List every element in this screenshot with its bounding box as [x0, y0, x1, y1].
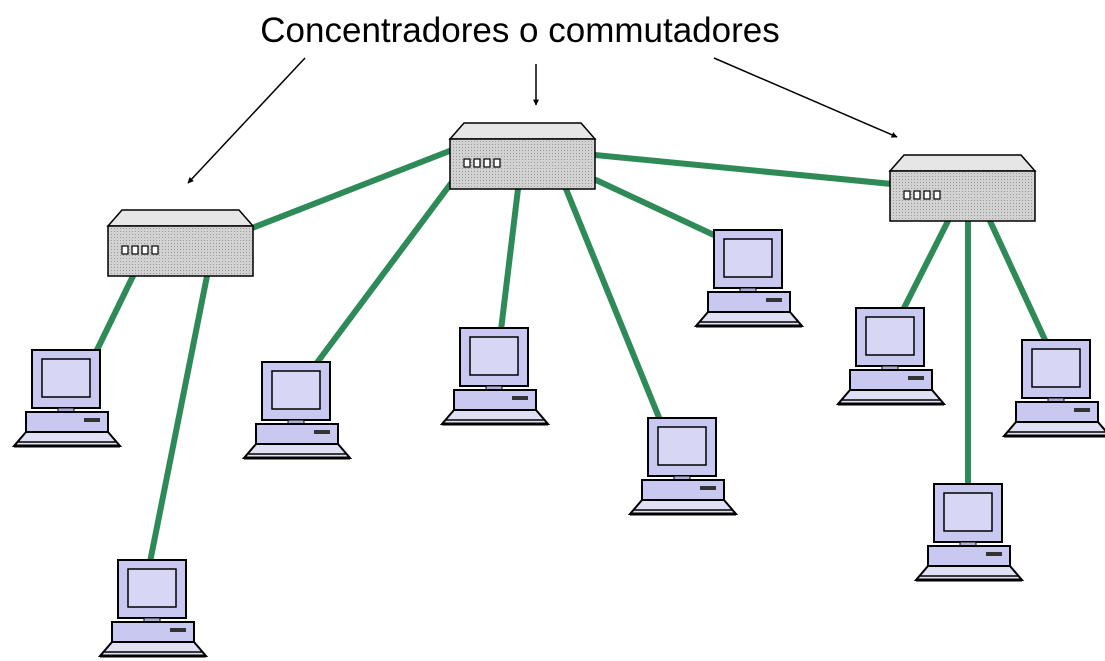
pc-4-computer-icon: [439, 327, 551, 426]
link-hub-left-pc-2: [147, 273, 210, 565]
hub-left-icon: [106, 209, 255, 277]
pointer-arrow-3: [713, 57, 898, 138]
pc-3-computer-icon: [241, 361, 353, 460]
link-hub-center-pc-6: [593, 177, 719, 239]
diagram-title: Concentradores o commutadores: [260, 11, 779, 50]
links-layer: [93, 147, 1049, 565]
link-hub-center-pc-3: [313, 179, 455, 367]
link-hub-left-hub-center: [249, 147, 455, 231]
pc-8-computer-icon: [913, 483, 1025, 582]
link-hub-center-pc-4: [498, 186, 521, 333]
link-hub-right-pc-7: [900, 218, 951, 313]
hubs-layer: [106, 122, 1037, 277]
link-hub-center-hub-right: [592, 152, 895, 187]
arrows-layer: [187, 57, 898, 184]
pc-9-computer-icon: [1001, 339, 1105, 438]
computers-layer: [11, 229, 1105, 658]
pc-1-computer-icon: [11, 349, 123, 448]
pc-6-computer-icon: [693, 229, 805, 328]
link-hub-right-pc-9: [987, 218, 1049, 345]
pointer-arrow-1: [187, 57, 306, 184]
hub-right-icon: [888, 154, 1037, 222]
hub-center-icon: [448, 122, 597, 190]
link-hub-center-pc-5: [563, 186, 663, 423]
pc-7-computer-icon: [835, 307, 947, 406]
link-hub-left-pc-1: [93, 273, 136, 355]
pc-5-computer-icon: [627, 417, 739, 516]
pc-2-computer-icon: [97, 559, 209, 658]
